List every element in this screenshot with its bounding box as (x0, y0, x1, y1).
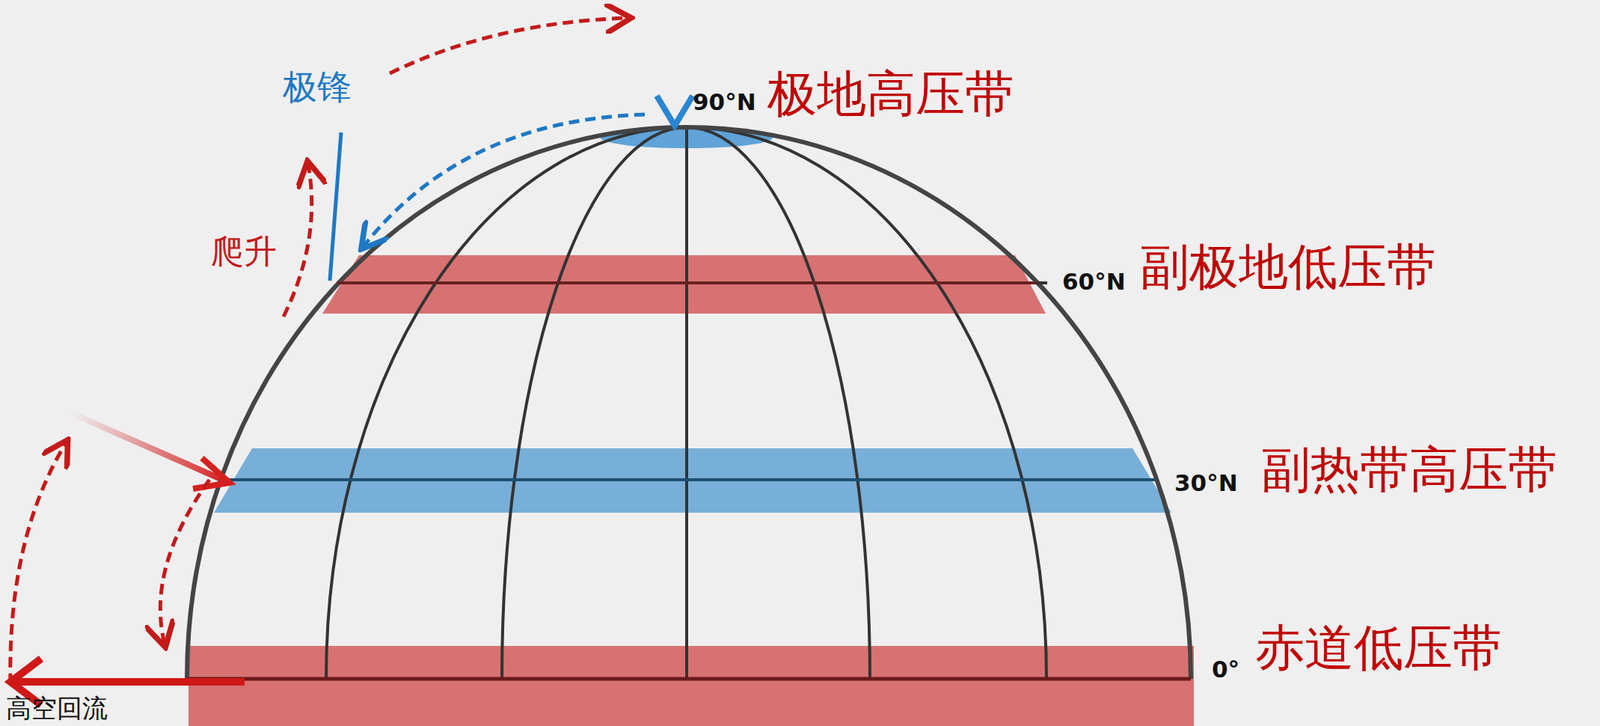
trade-wind-arrow (14, 677, 245, 686)
latitude-label: 30°N (1174, 469, 1238, 496)
latitude-label: 0° (1211, 656, 1240, 682)
front-label: 极锋 (282, 68, 352, 107)
polar-front-line (329, 132, 342, 281)
equator-band (188, 645, 1194, 726)
westerly-arrow (71, 412, 225, 481)
upper-flow (389, 17, 628, 74)
lat-30 (218, 477, 1155, 481)
polar-easterly (363, 114, 645, 247)
latitude-label: 90°N (692, 89, 757, 115)
subpolar-band (322, 255, 1046, 314)
climb-label: 爬升 (210, 233, 277, 270)
climb-arrow (283, 164, 312, 317)
globe-outline (187, 127, 1191, 679)
subsidence-arrow (160, 479, 210, 644)
belt-name: 极地高压带 (767, 67, 1015, 122)
belt-name: 赤道低压带 (1255, 620, 1503, 676)
sinking-arrow (671, 14, 678, 120)
lat-60 (337, 281, 1036, 285)
flow-label: 高空回流 (5, 694, 108, 723)
rising-arrow (10, 442, 66, 684)
meridians (326, 127, 1047, 679)
sinking-arrowhead (656, 95, 693, 126)
belt-name: 副极地低压带 (1139, 240, 1437, 295)
equator-line (187, 676, 1191, 681)
latitude-label: 60°N (1062, 268, 1126, 294)
westerly-arrowhead (192, 457, 230, 489)
belt-name: 副热带高压带 (1261, 442, 1558, 498)
